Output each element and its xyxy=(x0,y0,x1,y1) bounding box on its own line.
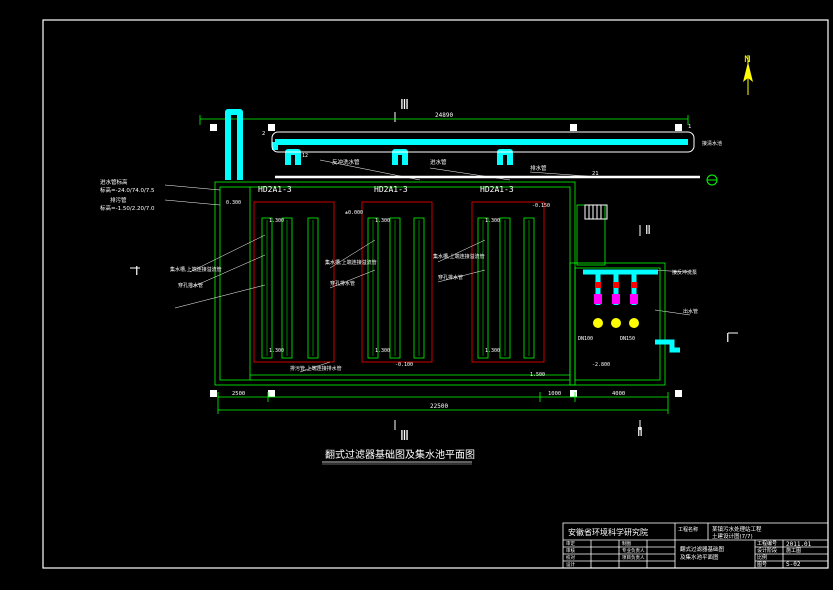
drawing-title: 翻式过滤器基础图及集水池平面图 xyxy=(325,448,475,461)
right-note-2: 接反冲洗泵 xyxy=(672,269,697,276)
north-arrow-icon: N xyxy=(743,55,753,95)
dim-seg-b: 4000 xyxy=(612,391,625,397)
role-5: 制图 xyxy=(622,540,631,547)
inner-note-4: 穿孔排水管 xyxy=(330,280,355,287)
role-1: 审定 xyxy=(566,540,575,547)
inner-note-3: 集水槽,上端连接溢流管 xyxy=(325,259,377,266)
inner-note-5: 集水槽,上端连接溢流管 xyxy=(433,253,485,260)
equipment-label-1: HD2A1-3 xyxy=(258,185,292,194)
project-value: 某镇污水处理站工程 xyxy=(712,525,762,533)
left-note-2: 标高=-24.0/74.0/7.5 xyxy=(100,186,155,194)
equipment-label-2: HD2A1-3 xyxy=(374,185,408,194)
inner-note-7: 排污管,上端连接排水管 xyxy=(290,365,342,372)
level-1a: 1.300 xyxy=(269,218,284,224)
filter-units xyxy=(261,217,535,359)
role-6: 专业负责人 xyxy=(622,547,645,554)
role-4: 设计 xyxy=(566,561,575,568)
bottom-dimension xyxy=(217,392,669,414)
section-mark-ii-top: Ⅱ xyxy=(645,223,651,237)
role-2: 审核 xyxy=(566,547,575,554)
left-note-4: 标高=-1.50/2.20/7.0 xyxy=(100,204,155,212)
sheet-no: S-02 xyxy=(786,561,801,568)
institute-name: 安徽省环境科学研究院 xyxy=(568,527,648,537)
pipe-dn: DN100 xyxy=(578,336,593,342)
level-8: ±0.000 xyxy=(345,210,363,216)
job-no: 2011.01 xyxy=(786,541,812,548)
level-2c: 1.300 xyxy=(485,348,500,354)
level-2a: 1.300 xyxy=(269,348,284,354)
callout-12: 12 xyxy=(302,153,308,159)
main-pipe-network xyxy=(225,109,688,180)
leader-lines xyxy=(164,159,691,373)
pipe-dn2: DN150 xyxy=(620,336,635,342)
dim-overall-bottom: 22500 xyxy=(430,403,448,410)
scale-label: 比例 xyxy=(757,554,767,561)
north-label: N xyxy=(744,55,751,65)
callout-2: 2 xyxy=(262,131,265,137)
project-sub-value: 土建设计图(7/7) xyxy=(712,532,753,540)
level-3: 1.500 xyxy=(530,372,545,378)
pipe-note-1: 反冲洗水管 xyxy=(332,158,360,166)
right-note-1: 接清水池 xyxy=(702,140,722,147)
level-1c: 1.300 xyxy=(485,218,500,224)
pipe-note-2: 进水管 xyxy=(430,158,447,166)
section-mark-ii-bottom: Ⅱ xyxy=(637,425,643,439)
drawing-border xyxy=(42,19,829,569)
level-4: -0.100 xyxy=(395,362,413,368)
pump-icons xyxy=(593,318,639,328)
project-label: 工程名称 xyxy=(678,526,698,533)
job-no-label: 工程编号 xyxy=(757,540,777,547)
drawing-name-2: 及集水池平面图 xyxy=(680,553,719,561)
left-note-1: 进水管标高 xyxy=(100,178,128,186)
right-note-3: 出水管 xyxy=(683,308,698,315)
drawing-name-1: 翻式过滤器基础图 xyxy=(680,545,725,553)
inner-note-2: 穿孔排水管 xyxy=(178,282,203,289)
callout-21: 21 xyxy=(592,171,599,177)
dim-overall-top: 24890 xyxy=(435,112,453,119)
callout-1: 1 xyxy=(688,124,691,130)
level-2b: 1.300 xyxy=(375,348,390,354)
level-1b: 1.300 xyxy=(375,218,390,224)
dim-seg-a: 2500 xyxy=(232,391,245,397)
design-stage: 施工图 xyxy=(786,547,801,554)
pipe-note-3: 排水管 xyxy=(530,164,547,172)
ladder-icon xyxy=(584,204,608,220)
section-mark-i-right: Ⅰ xyxy=(726,331,730,345)
equipment-label-3: HD2A1-3 xyxy=(480,185,514,194)
left-note-3: 排污管 xyxy=(110,196,127,204)
sheet-label: 图号 xyxy=(757,562,767,568)
role-3: 校对 xyxy=(566,554,575,561)
section-mark-iii-bottom: Ⅲ xyxy=(400,429,409,444)
inner-note-6: 穿孔排水管 xyxy=(438,274,463,281)
inner-note-1: 集水槽,上端连接溢流管 xyxy=(170,266,222,273)
column-markers xyxy=(210,124,682,397)
section-mark-i-left: Ⅰ xyxy=(135,264,139,278)
section-mark-iii-top: Ⅲ xyxy=(400,98,409,113)
design-stage-label: 设计阶段 xyxy=(757,547,777,554)
level-6: 0.300 xyxy=(226,200,241,206)
title-block xyxy=(562,522,829,569)
role-7: 项目负责人 xyxy=(622,554,645,561)
level-7: -0.150 xyxy=(532,203,550,209)
top-dimension xyxy=(199,115,689,125)
level-5: -2.800 xyxy=(592,362,610,368)
dim-seg-c: 1000 xyxy=(548,391,561,397)
